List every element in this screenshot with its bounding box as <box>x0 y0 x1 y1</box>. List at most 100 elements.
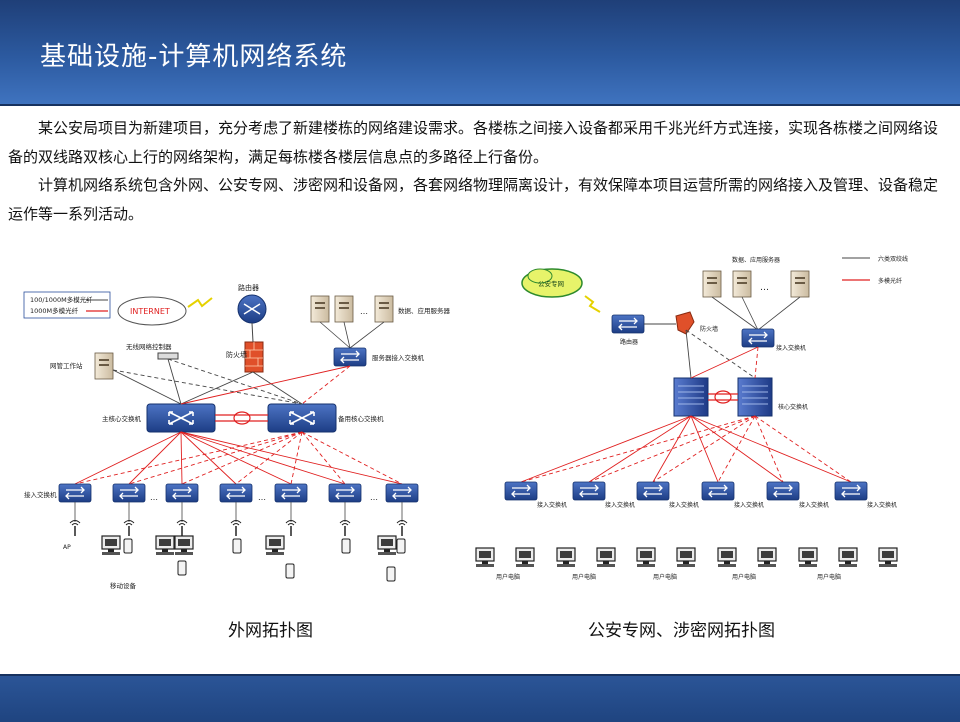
fiber-link-backup <box>181 431 303 485</box>
access-switch-icon <box>112 483 146 503</box>
user-pc-icon <box>717 547 737 568</box>
fiber-link <box>690 415 784 483</box>
fiber-link <box>180 431 346 485</box>
core-backup-label: 备用核心交换机 <box>338 414 384 423</box>
left-legend-fiber: 1000M多模光纤 <box>30 306 79 315</box>
wireless-controller-label: 无线网络控制器 <box>126 342 172 351</box>
left-access-ellipsis: … <box>370 493 378 502</box>
user-pc-icon <box>676 547 696 568</box>
paragraph-2: 计算机网络系统包含外网、公安专网、涉密网和设备网，各套网络物理隔离设计，有效保障… <box>8 176 939 223</box>
fiber-link-backup <box>290 431 303 485</box>
left-access-ellipsis: … <box>150 493 158 502</box>
lightning-icon <box>187 297 213 308</box>
right-firewall-label: 防火墙 <box>700 325 718 333</box>
mobile-label: 移动设备 <box>110 581 137 590</box>
fiber-link <box>588 415 692 483</box>
left-access-ellipsis: … <box>258 493 266 502</box>
mobile-device-icon <box>341 538 351 554</box>
pc-icon <box>377 535 397 556</box>
fiber-link-backup <box>301 431 403 485</box>
nms-icon <box>94 352 114 380</box>
fiber-link-backup <box>128 431 303 485</box>
fiber-link-backup <box>301 431 346 485</box>
slide-title: 基础设施-计算机网络系统 <box>40 42 348 72</box>
right-core-switch-icon <box>673 377 709 417</box>
paragraph-1: 某公安局项目为新建项目，充分考虑了新建楼栋的网络建设需求。各楼栋之间接入设备都采… <box>8 119 939 166</box>
right-user-pcs: 用户电脑用户电脑用户电脑用户电脑用户电脑 <box>475 547 898 581</box>
server-icon <box>790 270 810 298</box>
access-switch-icon <box>701 481 735 501</box>
access-switch-label: 接入交换机 <box>669 501 699 509</box>
right-top-access-label: 接入交换机 <box>776 344 806 352</box>
body-text: 某公安局项目为新建项目，充分考虑了新建楼栋的网络建设需求。各楼栋之间接入设备都采… <box>8 114 952 228</box>
fiber-link-backup <box>520 415 756 483</box>
right-legend-copper: 六类双绞线 <box>878 255 908 263</box>
slide-header: 基础设施-计算机网络系统 <box>0 0 960 106</box>
internet-cloud-icon <box>117 296 187 326</box>
mobile-device-icon <box>396 538 406 554</box>
right-firewall-icon <box>675 311 695 335</box>
right-server-ellipsis: … <box>760 283 769 293</box>
ap-icon <box>176 519 188 537</box>
access-switch-label: 接入交换机 <box>734 501 764 509</box>
pc-icon <box>101 535 121 556</box>
server-switch-label: 服务器接入交换机 <box>372 353 425 362</box>
user-pc-label: 用户电脑 <box>653 573 677 581</box>
left-access-label: 接入交换机 <box>24 490 57 499</box>
firewall-label: 防火墙 <box>226 350 247 359</box>
fiber-link-backup <box>588 415 756 483</box>
servers-label: 数据、应用服务器 <box>398 306 451 315</box>
server-icon <box>702 270 722 298</box>
access-switch-label: 接入交换机 <box>605 501 635 509</box>
core-backup-switch-icon <box>267 403 337 433</box>
right-servers-label: 数据、应用服务器 <box>732 256 780 264</box>
right-topology: 六类双绞线 多模光纤 公安专网 路由器 防火墙 … 数据、应用服务器 接入交换机 <box>475 255 908 581</box>
fiber-link-backup <box>652 415 756 483</box>
pc-icon <box>174 535 194 556</box>
fiber-link-backup <box>754 415 784 483</box>
fiber-link <box>690 415 719 483</box>
access-switch-icon <box>219 483 253 503</box>
right-diagram-caption: 公安专网、涉密网拓扑图 <box>588 621 775 641</box>
access-switch-label: 接入交换机 <box>537 501 567 509</box>
user-pc-icon <box>596 547 616 568</box>
fiber-link <box>180 431 183 485</box>
access-switch-icon <box>385 483 419 503</box>
left-legend-copper: 100/1000M多模光纤 <box>30 295 93 304</box>
nms-label: 网管工作站 <box>50 361 83 370</box>
left-legend-box <box>23 291 111 319</box>
ap-icon <box>396 519 408 537</box>
right-access-row: 接入交换机接入交换机接入交换机接入交换机接入交换机接入交换机 <box>504 481 897 509</box>
server-icon <box>374 295 394 323</box>
fiber-link <box>180 431 237 485</box>
access-switch-icon <box>274 483 308 503</box>
fiber-link-backup <box>754 415 852 483</box>
mobile-device-icon <box>123 538 133 554</box>
user-pc-icon <box>878 547 898 568</box>
server-switch-icon <box>333 347 367 367</box>
server-icon <box>732 270 752 298</box>
fiber-link <box>180 431 292 485</box>
ap-icon <box>69 519 81 537</box>
server-icon <box>334 295 354 323</box>
fiber-link <box>690 415 852 483</box>
internet-label: INTERNET <box>130 307 170 316</box>
access-switch-icon <box>504 481 538 501</box>
mobile-device-icon <box>285 563 295 579</box>
access-switch-icon <box>572 481 606 501</box>
lightning-icon <box>584 295 601 313</box>
left-fiber-links <box>74 431 403 485</box>
access-switch-icon <box>834 481 868 501</box>
server-icon <box>310 295 330 323</box>
user-pc-label: 用户电脑 <box>732 573 756 581</box>
fiber-link-backup <box>74 431 303 485</box>
access-switch-icon <box>58 483 92 503</box>
ap-label: AP <box>63 544 71 551</box>
mobile-device-icon <box>232 538 242 554</box>
right-router-label: 路由器 <box>620 338 638 346</box>
core-main-switch-icon <box>146 403 216 433</box>
ap-icon <box>123 519 135 537</box>
access-switch-label: 接入交换机 <box>867 501 897 509</box>
fiber-link <box>74 431 182 485</box>
